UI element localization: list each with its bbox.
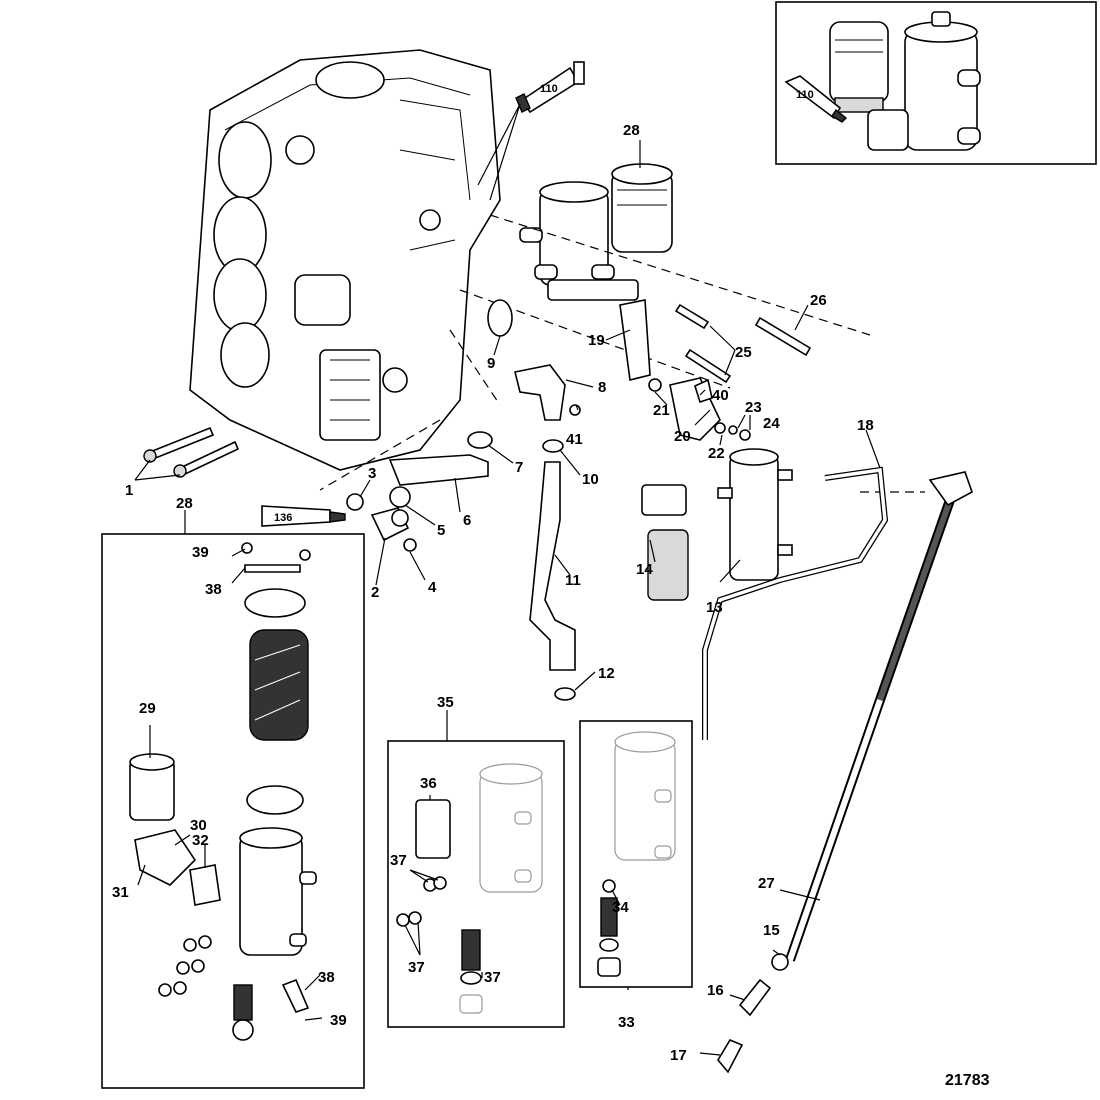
callout-10: 10	[582, 471, 599, 488]
callout-1: 1	[125, 482, 133, 499]
bracket-19	[619, 299, 651, 381]
sealant-tube-136: 136	[261, 505, 346, 527]
callout-37-c: 37	[484, 969, 501, 986]
washer-22	[714, 422, 726, 434]
callout-34: 34	[612, 899, 629, 916]
kit-box-33	[579, 720, 693, 988]
kit-box-28	[101, 533, 365, 1089]
o-ring-3	[346, 493, 364, 511]
callout-5: 5	[437, 522, 445, 539]
callout-28-box: 28	[176, 495, 193, 512]
mount-line	[449, 329, 501, 406]
callout-22: 22	[708, 445, 725, 462]
callout-9: 9	[487, 355, 495, 372]
callout-14: 14	[636, 561, 653, 578]
callout-38-top: 38	[205, 581, 222, 598]
o-ring-10	[542, 439, 564, 453]
callout-25: 25	[735, 344, 752, 361]
callout-20: 20	[674, 428, 691, 445]
elbow-8	[514, 364, 566, 421]
callout-27: 27	[758, 875, 775, 892]
callout-31: 31	[112, 884, 129, 901]
sealant-tube-label: 136	[274, 512, 292, 524]
sealant-tube-label: 110	[796, 89, 814, 101]
callout-2: 2	[371, 584, 379, 601]
bolt-25a	[674, 303, 710, 330]
callout-38-bottom: 38	[318, 969, 335, 986]
callout-19: 19	[588, 332, 605, 349]
hose-6	[388, 454, 489, 486]
washer-23	[728, 425, 738, 435]
nut-21	[648, 378, 662, 392]
callout-39-top: 39	[192, 544, 209, 561]
leader-lines	[134, 140, 881, 1056]
o-ring-9	[487, 299, 513, 337]
callout-29: 29	[139, 700, 156, 717]
callout-30: 30	[190, 817, 207, 834]
callout-21: 21	[653, 402, 670, 419]
callout-36: 36	[420, 775, 437, 792]
fuel-filter-assembly	[519, 163, 673, 301]
callout-39-bottom: 39	[330, 1012, 347, 1029]
nozzle-17	[717, 1038, 744, 1074]
callout-labels: 1 2 3 4 5 6 7 8 9 10 11 12 13 14 15 16 1…	[112, 122, 874, 1064]
callout-28-top: 28	[623, 122, 640, 139]
callout-8: 8	[598, 379, 606, 396]
callout-7: 7	[515, 459, 523, 476]
kit-box-35	[387, 740, 565, 1028]
bolt-26	[754, 316, 812, 357]
sealant-tube-label: 110	[540, 83, 558, 95]
callout-16: 16	[707, 982, 724, 999]
callout-35: 35	[437, 694, 454, 711]
filter-14	[641, 484, 689, 601]
hose-11	[529, 461, 576, 671]
callout-17: 17	[670, 1047, 687, 1064]
callout-23: 23	[745, 399, 762, 416]
callout-12: 12	[598, 665, 615, 682]
callout-13: 13	[706, 599, 723, 616]
bolts-1	[143, 426, 240, 478]
nut-24	[739, 429, 751, 441]
figure-id: 21783	[945, 1072, 990, 1089]
fitting-2	[370, 507, 410, 542]
mount-line	[489, 214, 871, 336]
bolt-25b	[684, 348, 732, 384]
sealant-tube-110-inset: 110	[784, 75, 848, 123]
callout-3: 3	[368, 465, 376, 482]
o-ring-5	[389, 486, 411, 508]
water-separator-13	[717, 448, 793, 581]
callout-6: 6	[463, 512, 471, 529]
callout-15: 15	[763, 922, 780, 939]
engine-block	[189, 49, 501, 471]
o-ring-7	[467, 431, 493, 449]
o-ring-12	[554, 687, 576, 701]
inset-fuel-filter-view: 110	[775, 1, 1097, 165]
callout-41: 41	[566, 431, 583, 448]
callout-37-a: 37	[390, 852, 407, 869]
screw-4	[403, 538, 417, 552]
mount-line	[319, 419, 441, 491]
callout-32: 32	[192, 832, 209, 849]
screw-41	[569, 404, 581, 416]
clamp-15	[771, 953, 789, 971]
callout-26: 26	[810, 292, 827, 309]
callout-18: 18	[857, 417, 874, 434]
fitting-16	[738, 978, 772, 1017]
callout-33: 33	[618, 1014, 635, 1031]
callout-11: 11	[565, 572, 581, 589]
sealant-tube-110-block: 110	[477, 61, 585, 201]
callout-37-b: 37	[408, 959, 425, 976]
callout-4: 4	[428, 579, 437, 596]
callout-40: 40	[712, 387, 729, 404]
callout-24: 24	[763, 415, 780, 432]
bracket-20	[669, 377, 721, 441]
